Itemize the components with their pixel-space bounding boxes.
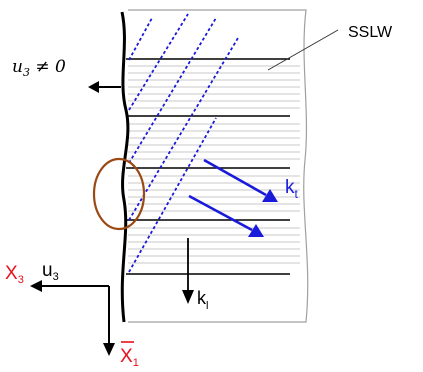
- wave-fronts: [128, 13, 239, 273]
- kt-arrows: [188, 158, 278, 237]
- coordinate-axes: [30, 280, 115, 356]
- u3-displacement-arrow: [88, 81, 121, 93]
- plate-outline: [128, 9, 309, 323]
- layer-boundaries: [126, 58, 290, 275]
- highlight-ellipse: [92, 157, 146, 231]
- u3-neq-zero-label: u3 ≠ 0: [12, 57, 66, 79]
- layer-lines: [128, 65, 300, 264]
- x1-label: X1: [120, 346, 139, 369]
- kt-label: kt: [285, 177, 299, 201]
- x3-label: X3: [5, 263, 24, 286]
- sslw-leader: [267, 29, 339, 71]
- sslw-label: SSLW: [348, 24, 393, 41]
- u3-label: u3: [42, 260, 59, 283]
- kl-arrow: [182, 238, 194, 304]
- kl-label: kl: [197, 288, 208, 312]
